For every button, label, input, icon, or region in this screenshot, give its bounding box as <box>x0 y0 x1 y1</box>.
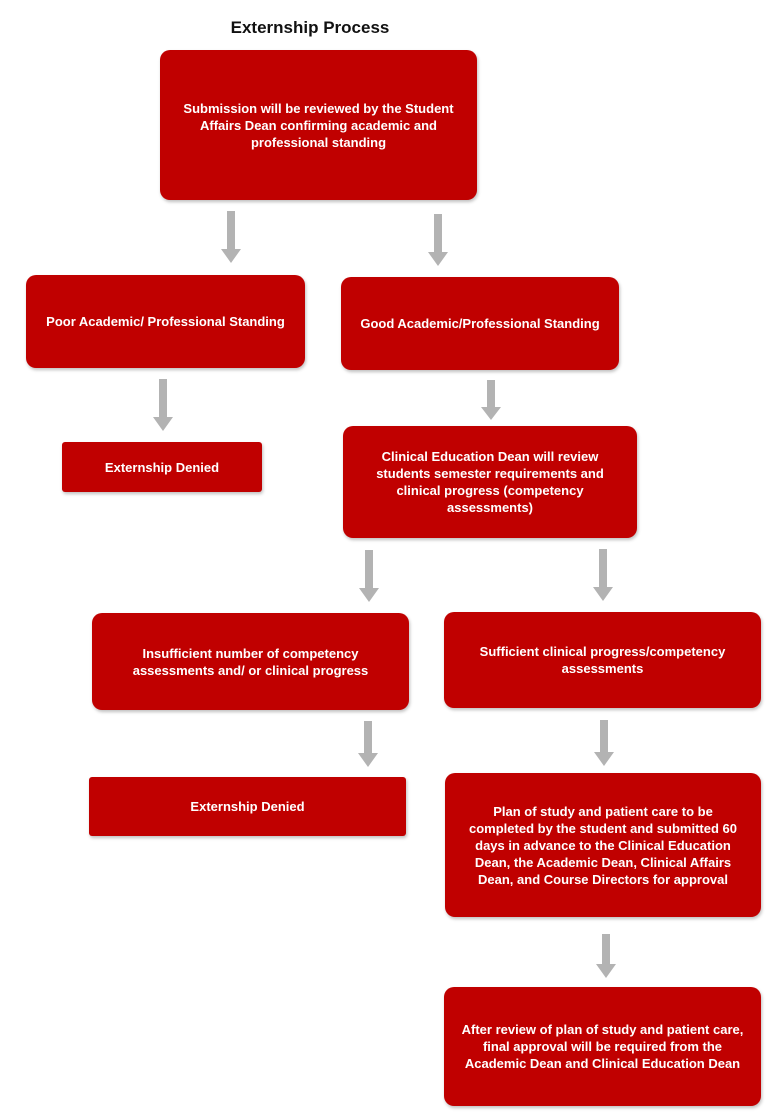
node-insufficient-progress: Insufficient number of competency assess… <box>92 613 409 710</box>
node-good-standing: Good Academic/Professional Standing <box>341 277 619 370</box>
arrow-down-icon <box>593 549 613 601</box>
node-plan-of-study: Plan of study and patient care to be com… <box>445 773 761 917</box>
arrow-down-icon <box>596 934 616 978</box>
arrow-down-icon <box>481 380 501 420</box>
arrow-down-icon <box>359 550 379 602</box>
node-student-affairs-review: Submission will be reviewed by the Stude… <box>160 50 477 200</box>
node-label: Good Academic/Professional Standing <box>360 316 600 331</box>
node-label: Externship Denied <box>190 799 305 814</box>
node-label: Submission will be reviewed by the Stude… <box>183 100 454 150</box>
node-clinical-education-review: Clinical Education Dean will review stud… <box>343 426 637 538</box>
node-label: Sufficient clinical progress/competency … <box>479 644 726 676</box>
node-label: After review of plan of study and patien… <box>461 1022 744 1071</box>
node-final-approval: After review of plan of study and patien… <box>444 987 761 1106</box>
arrow-down-icon <box>358 721 378 767</box>
arrow-down-icon <box>153 379 173 431</box>
node-label: Plan of study and patient care to be com… <box>469 803 737 887</box>
node-label: Insufficient number of competency assess… <box>132 645 369 678</box>
node-label: Externship Denied <box>104 459 220 475</box>
arrow-down-icon <box>428 214 448 266</box>
node-label: Poor Academic/ Professional Standing <box>46 314 285 329</box>
node-label: Clinical Education Dean will review stud… <box>376 449 604 515</box>
node-externship-denied-1: Externship Denied <box>62 442 262 492</box>
arrow-down-icon <box>594 720 614 766</box>
page-title: Externship Process <box>230 18 390 37</box>
node-poor-standing: Poor Academic/ Professional Standing <box>26 275 305 368</box>
node-sufficient-progress: Sufficient clinical progress/competency … <box>444 612 761 708</box>
node-externship-denied-2: Externship Denied <box>89 777 406 836</box>
arrow-down-icon <box>221 211 241 263</box>
